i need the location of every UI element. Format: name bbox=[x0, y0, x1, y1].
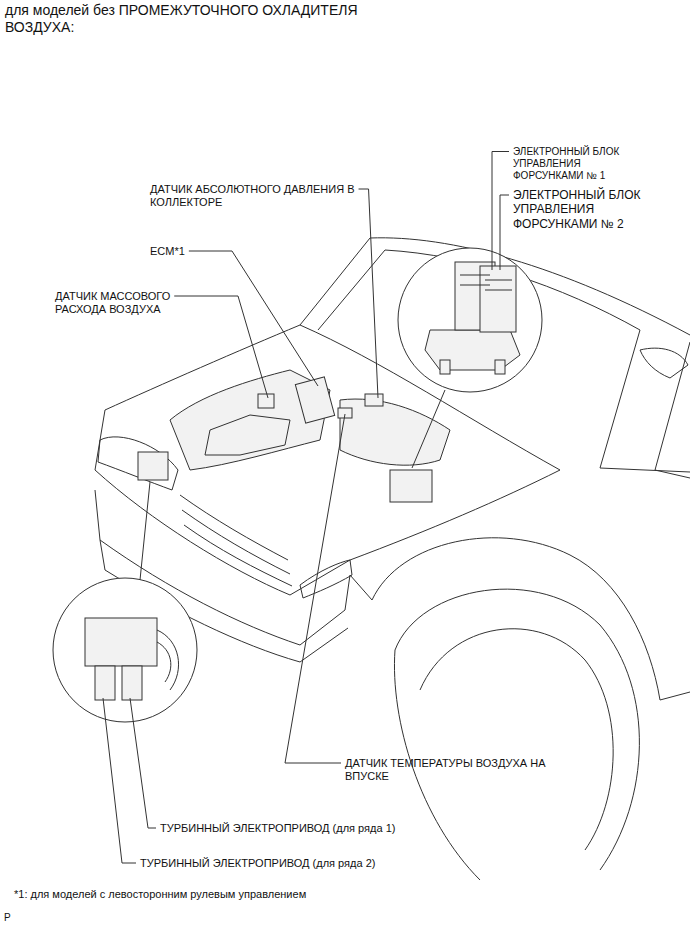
part-label: ДАТЧИК АБСОЛЮТНОГО ДАВЛЕНИЯ В КОЛЛЕКТОРЕ bbox=[150, 183, 355, 208]
label-box: ЭЛЕКТРОННЫЙ БЛОК УПРАВЛЕНИЯ ФОРСУНКАМИ №… bbox=[513, 188, 663, 231]
label-box: *1: для моделей с левосторонним рулевым … bbox=[14, 888, 306, 901]
figure-code: P bbox=[4, 912, 11, 923]
part-label: ДАТЧИК МАССОВОГО РАСХОДА ВОЗДУХА bbox=[55, 290, 170, 315]
leader-line bbox=[103, 698, 136, 863]
title-box: для моделей без ПРОМЕЖУТОЧНОГО ОХЛАДИТЕЛ… bbox=[5, 2, 405, 36]
diagram-title: для моделей без ПРОМЕЖУТОЧНОГО ОХЛАДИТЕЛ… bbox=[5, 2, 358, 35]
part-label: ДАТЧИК ТЕМПЕРАТУРЫ ВОЗДУХА НА ВПУСКЕ bbox=[345, 757, 545, 782]
label-box: P bbox=[4, 912, 11, 924]
part-label: ЭЛЕКТРОННЫЙ БЛОК УПРАВЛЕНИЯ ФОРСУНКАМИ №… bbox=[513, 188, 641, 231]
label-box: ECM*1 bbox=[150, 245, 185, 258]
part-label: ТУРБИННЫЙ ЭЛЕКТРОПРИВОД (для ряда 1) bbox=[160, 822, 395, 834]
label-box: ДАТЧИК ТЕМПЕРАТУРЫ ВОЗДУХА НА ВПУСКЕ bbox=[345, 757, 550, 783]
label-box: ДАТЧИК АБСОЛЮТНОГО ДАВЛЕНИЯ В КОЛЛЕКТОРЕ bbox=[150, 183, 380, 209]
leader-line bbox=[359, 189, 378, 398]
leader-line bbox=[285, 414, 345, 763]
part-label: ТУРБИННЫЙ ЭЛЕКТРОПРИВОД (для ряда 2) bbox=[140, 857, 375, 869]
label-box: ТУРБИННЫЙ ЭЛЕКТРОПРИВОД (для ряда 1) bbox=[160, 822, 395, 835]
leader-line bbox=[189, 251, 318, 386]
label-box: ДАТЧИК МАССОВОГО РАСХОДА ВОЗДУХА bbox=[55, 290, 195, 316]
leader-line bbox=[492, 152, 509, 271]
leader-line bbox=[130, 698, 156, 828]
part-label: ECM*1 bbox=[150, 245, 185, 257]
part-label: ЭЛЕКТРОННЫЙ БЛОК УПРАВЛЕНИЯ ФОРСУНКАМИ №… bbox=[513, 146, 619, 181]
label-box: ТУРБИННЫЙ ЭЛЕКТРОПРИВОД (для ряда 2) bbox=[140, 857, 375, 870]
footnote: *1: для моделей с левосторонним рулевым … bbox=[14, 888, 306, 900]
leader-line bbox=[500, 195, 509, 270]
label-box: ЭЛЕКТРОННЫЙ БЛОК УПРАВЛЕНИЯ ФОРСУНКАМИ №… bbox=[513, 146, 638, 182]
leader-line bbox=[174, 296, 268, 398]
